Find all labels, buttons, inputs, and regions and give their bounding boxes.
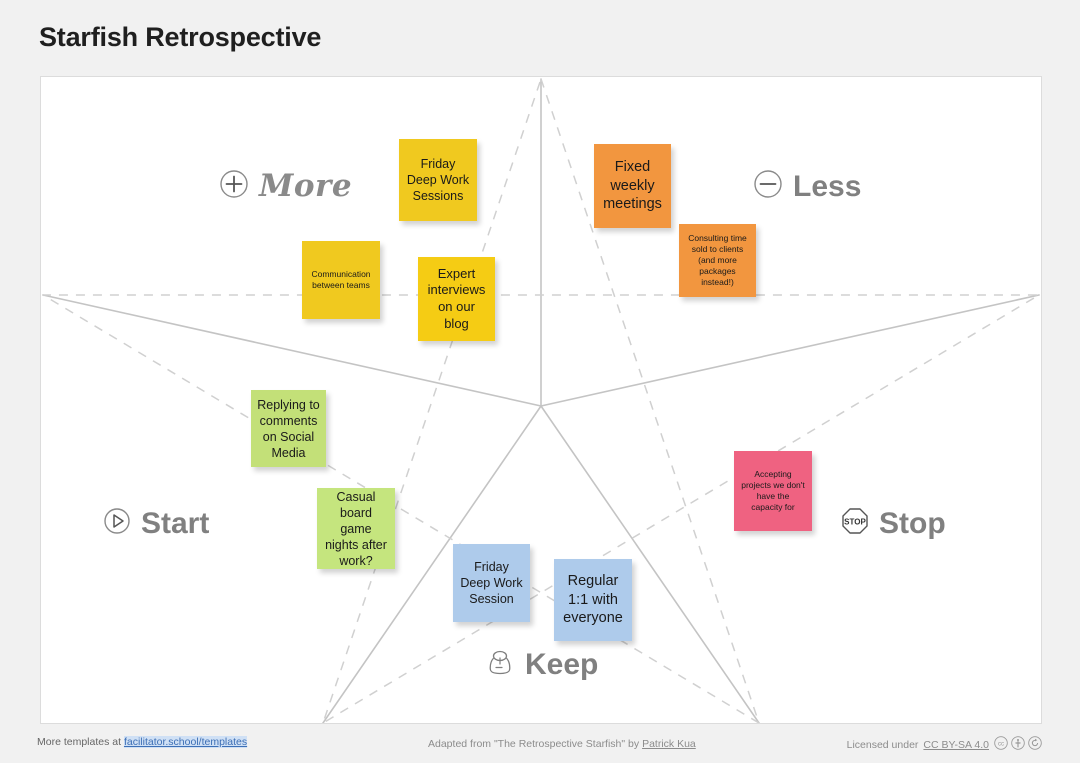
page-title: Starfish Retrospective xyxy=(39,22,322,52)
page-header: Starfish Retrospective xyxy=(0,0,1080,76)
quadrant-label-text: Start xyxy=(141,506,210,540)
sticky-note-text: Communication between teams xyxy=(311,269,371,290)
sticky-note-text: Expert interviews on our blog xyxy=(427,265,486,331)
by-icon xyxy=(1011,736,1025,753)
footer-right-prefix: Licensed under xyxy=(846,738,919,751)
minus-circle-icon xyxy=(753,169,783,204)
svg-text:cc: cc xyxy=(998,741,1004,748)
sticky-note-text: Regular 1:1 with everyone xyxy=(563,573,623,627)
sticky-note-text: Friday Deep Work Sessions xyxy=(406,157,470,203)
sa-icon xyxy=(1028,736,1042,753)
stop-octagon-icon: STOP xyxy=(841,507,869,540)
cc-license-link[interactable]: CC BY-SA 4.0 xyxy=(923,738,989,751)
page-footer: More templates at facilitator.school/tem… xyxy=(0,724,1080,763)
quadrant-label-start[interactable]: Start xyxy=(103,507,209,540)
footer-attribution: Adapted from "The Retrospective Starfish… xyxy=(428,738,696,750)
piggy-bank-icon xyxy=(485,647,515,682)
dashed-star-outline xyxy=(42,78,1040,723)
quadrant-label-text: Keep xyxy=(525,647,599,681)
footer-center-prefix: Adapted from "The Retrospective Starfish… xyxy=(428,738,643,750)
sticky-note[interactable]: Replying to comments on Social Media xyxy=(251,390,326,467)
sticky-note[interactable]: Expert interviews on our blog xyxy=(418,257,495,341)
radial-line-right xyxy=(540,294,1040,407)
radial-line-bottom-left xyxy=(322,405,542,723)
sticky-note[interactable]: Accepting projects we don't have the cap… xyxy=(734,451,812,531)
quadrant-label-text: Stop xyxy=(879,506,946,540)
sticky-note[interactable]: Friday Deep Work Session xyxy=(453,544,530,622)
sticky-note[interactable]: Communication between teams xyxy=(302,241,380,319)
sticky-note[interactable]: Friday Deep Work Sessions xyxy=(399,139,477,221)
footer-left-prefix: More templates at xyxy=(37,736,124,748)
sticky-note[interactable]: Fixed weekly meetings xyxy=(594,144,671,228)
plus-circle-icon xyxy=(219,169,249,204)
quadrant-label-text: Less xyxy=(793,169,862,203)
quadrant-label-text: More xyxy=(259,168,353,204)
footer-templates-note: More templates at facilitator.school/tem… xyxy=(37,736,248,748)
play-circle-icon xyxy=(103,507,131,540)
sticky-note-text: Friday Deep Work Session xyxy=(460,560,523,606)
sticky-note[interactable]: Regular 1:1 with everyone xyxy=(554,559,632,641)
radial-line-bottom-right xyxy=(540,405,760,723)
quadrant-label-keep[interactable]: Keep xyxy=(485,647,598,682)
sticky-note-text: Replying to comments on Social Media xyxy=(257,397,320,460)
sticky-note[interactable]: Casual board game nights after work? xyxy=(317,488,395,569)
starfish-canvas[interactable]: More Less Start STOP Stop xyxy=(40,76,1042,724)
quadrant-label-stop[interactable]: STOP Stop xyxy=(841,507,946,540)
sticky-note[interactable]: Consulting time sold to clients (and mor… xyxy=(679,224,756,297)
radial-line-left xyxy=(42,294,542,407)
cc-badge-group: cc xyxy=(994,736,1042,753)
facilitator-school-link[interactable]: facilitator.school/templates xyxy=(123,736,248,748)
cc-icon: cc xyxy=(994,736,1008,753)
starfish-diagram xyxy=(42,78,1040,723)
sticky-note-text: Casual board game nights after work? xyxy=(325,489,387,568)
svg-text:STOP: STOP xyxy=(844,518,866,527)
sticky-note-text: Consulting time sold to clients (and mor… xyxy=(688,233,747,287)
quadrant-label-less[interactable]: Less xyxy=(753,169,861,204)
patrick-kua-link[interactable]: Patrick Kua xyxy=(642,738,696,750)
footer-license: Licensed under CC BY-SA 4.0 cc xyxy=(847,736,1042,753)
sticky-note-text: Fixed weekly meetings xyxy=(603,159,662,213)
sticky-note-text: Accepting projects we don't have the cap… xyxy=(741,469,805,512)
quadrant-label-more[interactable]: More xyxy=(219,169,352,204)
